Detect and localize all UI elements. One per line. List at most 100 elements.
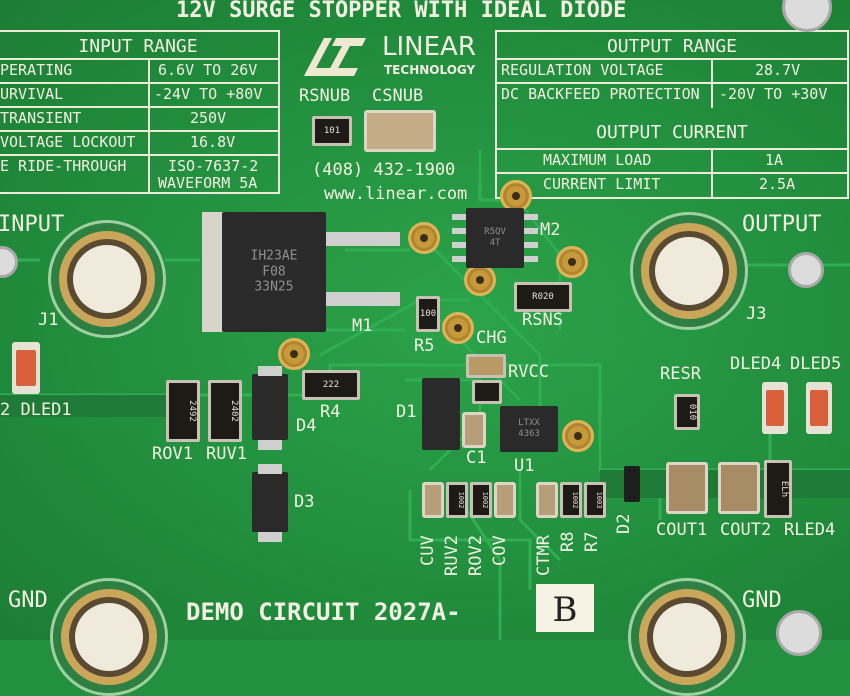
- label-r4: R4: [320, 402, 341, 422]
- ic-u1: LTXX 4363: [500, 406, 558, 452]
- chip-pin: [524, 214, 538, 220]
- label-rov1: ROV1: [152, 444, 193, 464]
- label-c1: C1: [466, 448, 487, 468]
- component-marking: 33N25: [254, 279, 294, 295]
- table-cell: 16.8V: [190, 133, 236, 151]
- label-ctmr: CTMR: [534, 535, 554, 576]
- capacitor-ctmr: [536, 482, 558, 518]
- label-input: INPUT: [0, 212, 65, 237]
- table-cell: -20V TO +30V: [719, 85, 828, 103]
- label-cout1: COUT1: [656, 520, 708, 540]
- table-cell: -24V TO +80V: [154, 85, 263, 103]
- table-row: VOLTAGE LOCKOUT 16.8V: [0, 130, 278, 156]
- input-jack-j1: [48, 220, 166, 338]
- chip-pin: [524, 228, 538, 234]
- test-pad[interactable]: [278, 338, 310, 370]
- table-cell: TRANSIENT: [0, 109, 82, 127]
- component-marking: F08: [262, 264, 286, 280]
- resistor-ruv1: 2402: [208, 380, 242, 442]
- label-d3: D3: [294, 492, 315, 512]
- label-ruv2: RUV2: [442, 535, 462, 576]
- table-row: E RIDE-THROUGH ISO-7637-2 WAVEFORM 5A: [0, 154, 278, 194]
- component-marking: 2492: [187, 400, 197, 422]
- component-marking: R020: [532, 292, 554, 302]
- component-marking: 2402: [229, 400, 239, 422]
- test-pad[interactable]: [556, 246, 588, 278]
- label-d2: D2: [614, 513, 634, 534]
- input-range-header: INPUT RANGE: [78, 36, 198, 57]
- table-cell: PERATING: [0, 61, 73, 79]
- label-gnd-right: GND: [742, 588, 782, 613]
- mosfet-pin: [326, 232, 400, 246]
- test-pad[interactable]: [464, 264, 496, 296]
- table-row: CURRENT LIMIT 2.5A: [497, 172, 847, 198]
- label-output: OUTPUT: [742, 212, 822, 237]
- test-pad[interactable]: [408, 222, 440, 254]
- table-cell: MAXIMUM LOAD: [543, 151, 652, 169]
- table-cell: VOLTAGE LOCKOUT: [0, 133, 136, 151]
- component-marking: R5QV: [484, 227, 506, 238]
- mosfet-pin: [326, 292, 400, 306]
- mounting-hole: [776, 610, 822, 656]
- table-cell: URVIVAL: [0, 85, 64, 103]
- capacitor-cout1: [666, 462, 708, 514]
- capacitor-csnub: [364, 110, 436, 152]
- label-csnub: CSNUB: [372, 86, 424, 106]
- component-marking: 1002: [571, 491, 579, 509]
- label-r8: R8: [558, 531, 578, 552]
- component-marking: 010: [687, 403, 697, 421]
- output-range-header: OUTPUT RANGE: [606, 36, 738, 57]
- table-cell: 1A: [765, 151, 784, 169]
- table-row: TRANSIENT 250V: [0, 106, 278, 132]
- resistor-r7: 1003: [584, 482, 606, 518]
- table-cell: 28.7V: [755, 61, 801, 79]
- component-marking: 1002: [481, 491, 489, 509]
- revision-box: B: [536, 584, 594, 632]
- component-marking: LTXX: [518, 418, 540, 429]
- diode-d4: [252, 374, 288, 440]
- led-dled5: [806, 382, 832, 434]
- capacitor-cuv: [422, 482, 444, 518]
- brand-subtitle: TECHNOLOGY: [384, 63, 476, 77]
- table-row: URVIVAL -24V TO +80V: [0, 82, 278, 108]
- label-dled5: DLED5: [790, 354, 842, 374]
- label-dled4: DLED4: [730, 354, 782, 374]
- test-pad[interactable]: [442, 312, 474, 344]
- chip-pin: [452, 228, 466, 234]
- label-r5: R5: [414, 336, 435, 356]
- phone-number: (408) 432-1900: [312, 160, 456, 180]
- label-gnd-left: GND: [8, 588, 48, 613]
- table-row: REGULATION VOLTAGE 28.7V: [497, 58, 847, 84]
- linear-logo: LINEAR TECHNOLOGY: [296, 30, 486, 82]
- table-cell: ISO-7637-2: [168, 157, 259, 175]
- label-d1: D1: [396, 402, 417, 422]
- led-dled1: [12, 342, 40, 394]
- resistor-rsnub: 101: [312, 116, 352, 146]
- label-r7: R7: [582, 531, 602, 552]
- capacitor-chg: [466, 354, 506, 378]
- mounting-hole: [788, 252, 824, 288]
- label-m1: M1: [352, 316, 373, 336]
- gnd-jack-left: [50, 578, 168, 696]
- chip-pin: [524, 256, 538, 262]
- table-cell: REGULATION VOLTAGE: [501, 61, 664, 79]
- label-cout2: COUT2: [720, 520, 772, 540]
- label-m2: M2: [540, 220, 561, 240]
- component-marking: 4T: [489, 238, 501, 248]
- label-ruv1: RUV1: [206, 444, 247, 464]
- label-rov2: ROV2: [466, 535, 486, 576]
- diode-d3: [252, 472, 288, 532]
- diode-lead: [258, 532, 282, 542]
- board-title: 12V SURGE STOPPER WITH IDEAL DIODE: [176, 0, 627, 23]
- resistor-resr: 010: [674, 394, 700, 430]
- label-u1: U1: [514, 456, 535, 476]
- component-marking: 1003: [595, 491, 603, 509]
- table-cell: 6.6V TO 26V: [158, 61, 258, 79]
- test-pad[interactable]: [562, 420, 594, 452]
- output-current-header: OUTPUT CURRENT: [596, 122, 748, 143]
- label-rvcc: RVCC: [508, 362, 549, 382]
- capacitor-c1: [462, 412, 486, 448]
- resistor-rov2: 1002: [470, 482, 492, 518]
- label-cuv: CUV: [418, 535, 438, 566]
- component-marking: 222: [322, 380, 340, 390]
